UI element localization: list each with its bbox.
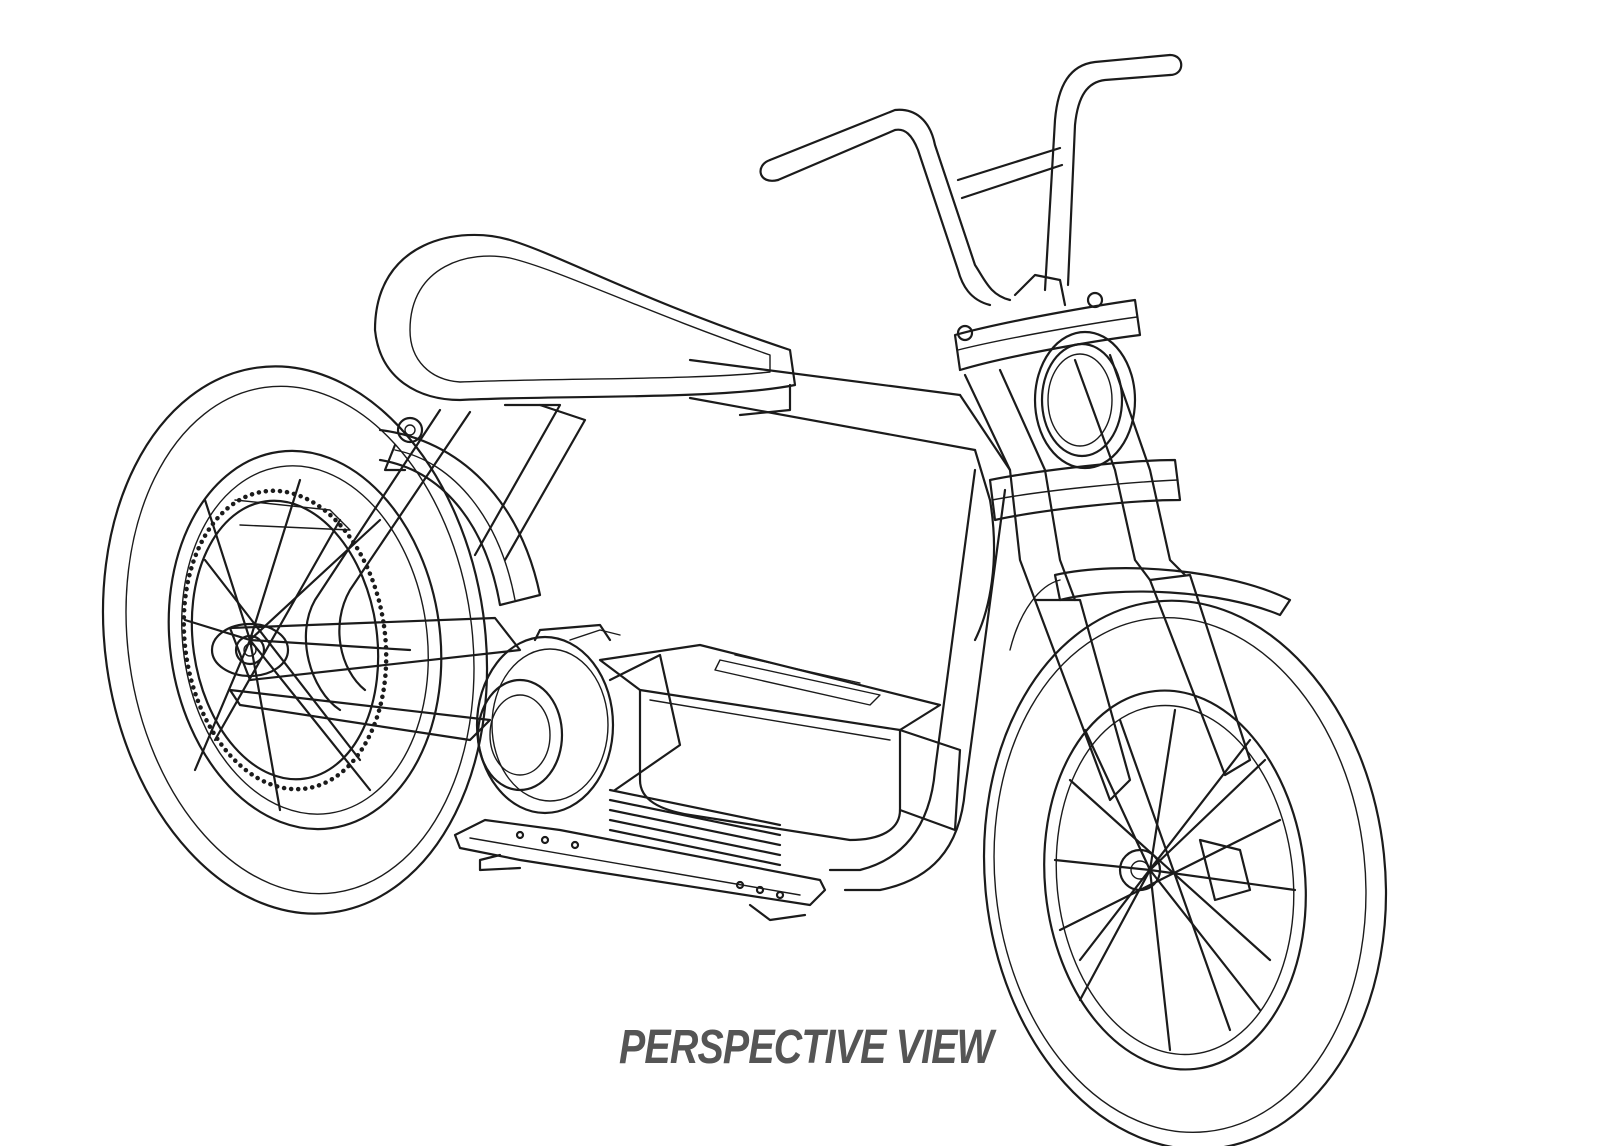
front-wheel — [982, 599, 1388, 1146]
battery-top — [598, 643, 942, 732]
seat — [373, 233, 797, 417]
front-brake-caliper — [1198, 838, 1252, 902]
seat-cushion — [373, 233, 797, 402]
shock-mount-upper-inner — [404, 424, 416, 436]
handlebars — [759, 53, 1183, 307]
fork-lower-left — [1033, 598, 1132, 802]
handlebar-left-grip — [759, 158, 780, 182]
battery-side — [638, 688, 902, 842]
rear-fender — [378, 428, 542, 607]
rear-axle-hub — [234, 634, 266, 666]
rear-tire-inner-edge — [125, 385, 475, 895]
rear-rim-inner — [181, 465, 429, 815]
motor — [475, 623, 682, 815]
main-frame — [688, 358, 1012, 892]
footboard — [453, 818, 827, 922]
handlebar-crossbar — [956, 146, 1062, 182]
footboard-holes — [515, 830, 785, 900]
battery-pack — [598, 643, 962, 867]
front-axle-hub-inner — [1130, 860, 1150, 880]
fork-lower-clamp — [988, 458, 1182, 522]
headlight-bucket — [1033, 330, 1137, 470]
motor-housing — [475, 635, 615, 815]
headlight-bezel — [1040, 342, 1124, 458]
swingarm — [210, 499, 522, 742]
battery-cooling-fins — [608, 788, 782, 867]
rear-sprocket — [190, 499, 380, 781]
front-forks — [963, 353, 1252, 802]
triple-tree-bolt-right — [1086, 291, 1104, 309]
seat-stitch-line — [409, 255, 771, 383]
triple-tree-bolt-left — [956, 324, 974, 342]
handlebar-right-grip — [1168, 53, 1183, 77]
rear-sprocket-teeth — [181, 488, 389, 792]
front-axle-hub — [1118, 848, 1162, 892]
headlight-lens — [1047, 353, 1113, 447]
triple-tree — [953, 273, 1142, 372]
headlight — [1033, 330, 1137, 470]
front-rim — [1043, 689, 1307, 1071]
handlebar-left — [768, 108, 1012, 302]
front-fender — [1009, 567, 1292, 651]
rear-wheel — [101, 365, 489, 915]
rear-axle-hub-inner — [243, 643, 257, 657]
front-rim-inner — [1055, 704, 1295, 1056]
front-spokes — [1053, 708, 1297, 1052]
motor-housing-rim — [491, 648, 609, 802]
handlebar-right — [1043, 53, 1172, 292]
motor-cover-inner — [489, 694, 551, 776]
swingarm-pivot-plate — [210, 622, 290, 678]
fork-lower-right — [1148, 573, 1252, 777]
motor-cover — [476, 678, 564, 792]
shock-mount-upper — [396, 416, 424, 444]
seat-subframe — [304, 403, 587, 712]
rear-tire-outer — [101, 365, 489, 915]
front-tire-outer — [982, 599, 1388, 1146]
figure-caption: PERSPECTIVE VIEW — [618, 1021, 994, 1074]
front-tire-inner-edge — [993, 616, 1367, 1134]
